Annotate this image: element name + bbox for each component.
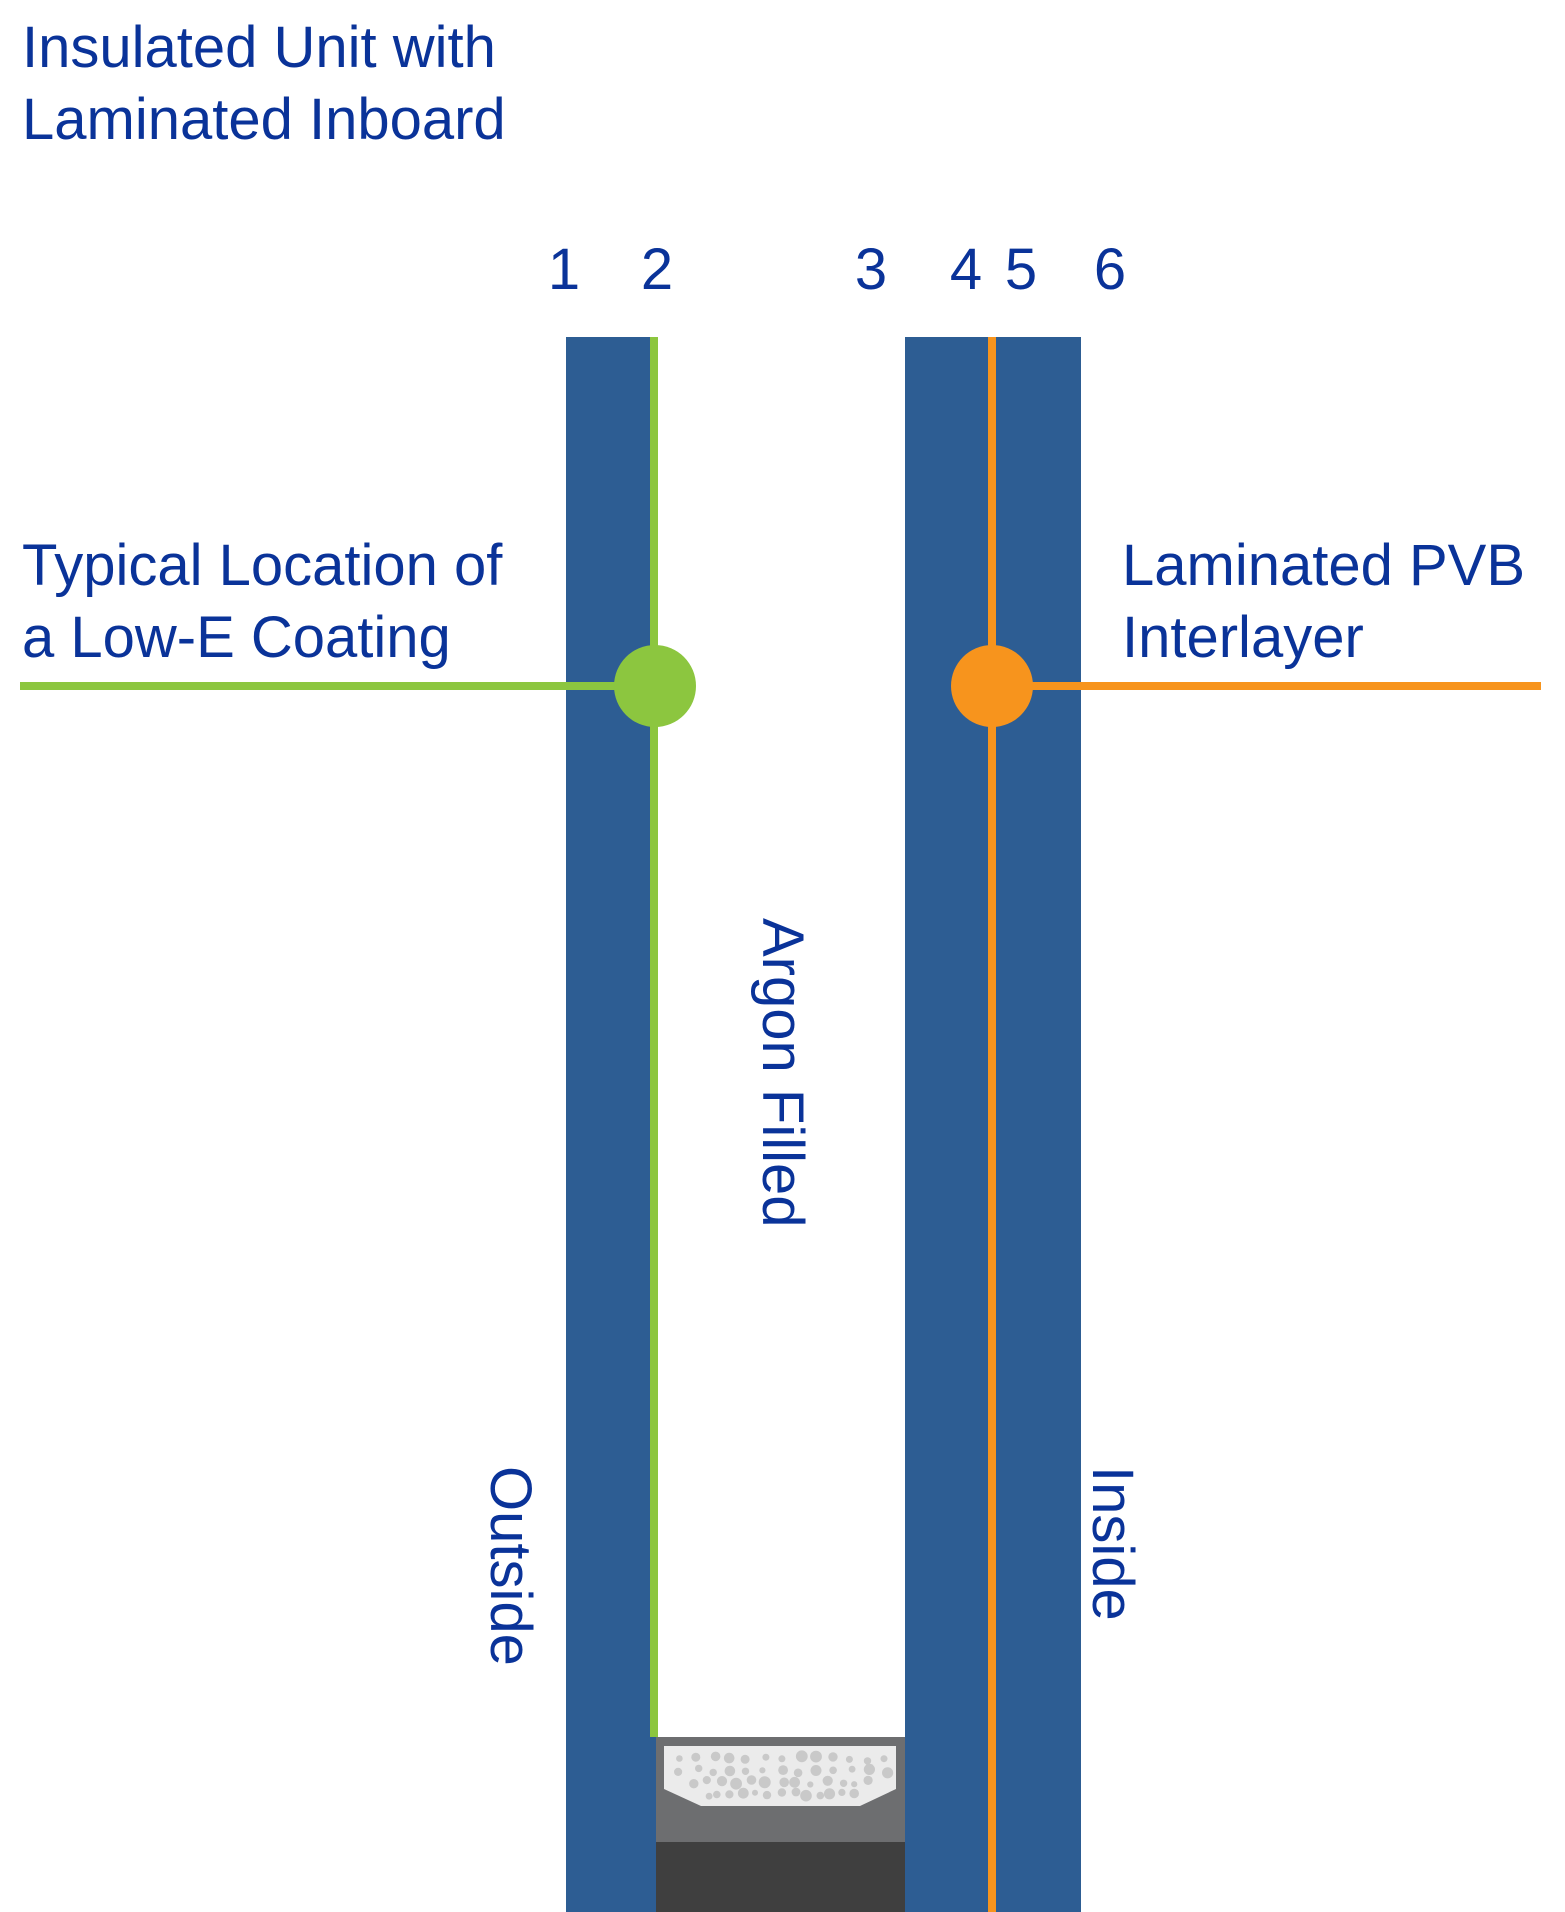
desiccant-dot bbox=[725, 1790, 734, 1799]
pvb-marker-dot bbox=[951, 645, 1033, 727]
desiccant-dot bbox=[752, 1789, 758, 1796]
desiccant-dot bbox=[762, 1790, 772, 1800]
desiccant-dot bbox=[793, 1768, 803, 1778]
desiccant-dot bbox=[741, 1767, 750, 1776]
desiccant-dot bbox=[823, 1788, 836, 1800]
surface-number-6: 6 bbox=[1093, 237, 1127, 302]
surface-number-4: 4 bbox=[949, 237, 983, 302]
pvb-leader-line bbox=[992, 682, 1541, 690]
surface-number-5: 5 bbox=[1004, 237, 1038, 302]
desiccant-dot bbox=[777, 1788, 787, 1797]
secondary-sealant bbox=[656, 1842, 905, 1912]
spacer-desiccant-chamber bbox=[664, 1746, 896, 1806]
desiccant-dot bbox=[740, 1754, 750, 1764]
desiccant-dot bbox=[863, 1775, 873, 1785]
low-e-callout: Typical Location of a Low-E Coating bbox=[22, 530, 502, 674]
desiccant-dot bbox=[791, 1787, 801, 1797]
desiccant-dot bbox=[691, 1752, 701, 1762]
desiccant-dot bbox=[758, 1776, 771, 1789]
desiccant-dot bbox=[723, 1752, 735, 1764]
desiccant-dot bbox=[778, 1755, 786, 1763]
desiccant-dot bbox=[810, 1750, 822, 1763]
diagram-title: Insulated Unit with Laminated Inboard bbox=[22, 12, 506, 156]
desiccant-dot bbox=[807, 1781, 814, 1788]
desiccant-dot bbox=[695, 1764, 703, 1773]
inside-label: Inside bbox=[1080, 1466, 1145, 1621]
desiccant-dot bbox=[737, 1787, 749, 1799]
surface-number-3: 3 bbox=[854, 237, 888, 302]
desiccant-dot bbox=[829, 1766, 837, 1775]
pvb-interlayer-line bbox=[988, 337, 996, 1912]
desiccant-dot bbox=[724, 1765, 736, 1777]
desiccant-dot bbox=[880, 1755, 888, 1763]
inboard-glass-lite-inner bbox=[989, 337, 1081, 1912]
desiccant-dot bbox=[705, 1792, 713, 1800]
desiccant-dot bbox=[845, 1755, 853, 1763]
desiccant-dot bbox=[800, 1789, 812, 1802]
desiccant-dots bbox=[674, 1750, 894, 1802]
outboard-glass-lite bbox=[566, 337, 656, 1912]
desiccant-dot bbox=[849, 1788, 859, 1799]
desiccant-dot bbox=[716, 1776, 728, 1787]
desiccant-dot bbox=[851, 1781, 858, 1788]
desiccant-dot bbox=[710, 1751, 721, 1762]
pvb-callout-line-1: Laminated PVB bbox=[1122, 533, 1526, 598]
desiccant-dot bbox=[822, 1775, 833, 1786]
title-line-2: Laminated Inboard bbox=[22, 87, 506, 152]
desiccant-dot bbox=[674, 1767, 683, 1776]
desiccant-dot bbox=[795, 1750, 808, 1763]
low-e-marker-dot bbox=[614, 645, 696, 727]
low-e-callout-line-2: a Low-E Coating bbox=[22, 605, 451, 670]
desiccant-dot bbox=[709, 1768, 717, 1777]
low-e-coating-line bbox=[650, 337, 658, 1737]
desiccant-dot bbox=[863, 1763, 876, 1775]
desiccant-dot bbox=[816, 1791, 825, 1800]
desiccant-dot bbox=[789, 1776, 800, 1788]
desiccant-dot bbox=[848, 1765, 856, 1773]
desiccant-dot bbox=[730, 1777, 742, 1790]
desiccant-dot bbox=[810, 1765, 822, 1776]
desiccant-dot bbox=[702, 1776, 711, 1785]
low-e-leader-line bbox=[20, 682, 655, 690]
desiccant-dot bbox=[713, 1790, 721, 1799]
desiccant-dot bbox=[778, 1765, 788, 1775]
pvb-callout-line-2: Interlayer bbox=[1122, 605, 1364, 670]
desiccant-dot bbox=[759, 1767, 766, 1774]
surface-number-2: 2 bbox=[640, 237, 674, 302]
title-line-1: Insulated Unit with bbox=[22, 15, 496, 80]
outside-label: Outside bbox=[478, 1466, 543, 1666]
desiccant-dot bbox=[676, 1755, 683, 1762]
desiccant-dot bbox=[746, 1775, 757, 1785]
desiccant-dot bbox=[828, 1752, 838, 1762]
desiccant-dot bbox=[779, 1777, 789, 1788]
desiccant-dot bbox=[762, 1753, 770, 1761]
desiccant-dot bbox=[689, 1779, 699, 1789]
inboard-glass-lite-outer bbox=[905, 337, 991, 1912]
desiccant-dot bbox=[838, 1788, 846, 1796]
desiccant-dot bbox=[882, 1767, 894, 1779]
desiccant-dot bbox=[863, 1757, 872, 1765]
low-e-callout-line-1: Typical Location of bbox=[22, 533, 503, 598]
pvb-callout: Laminated PVB Interlayer bbox=[1122, 530, 1525, 674]
argon-filled-label: Argon Filled bbox=[750, 918, 815, 1228]
desiccant-dot bbox=[839, 1779, 848, 1788]
surface-number-1: 1 bbox=[547, 237, 581, 302]
